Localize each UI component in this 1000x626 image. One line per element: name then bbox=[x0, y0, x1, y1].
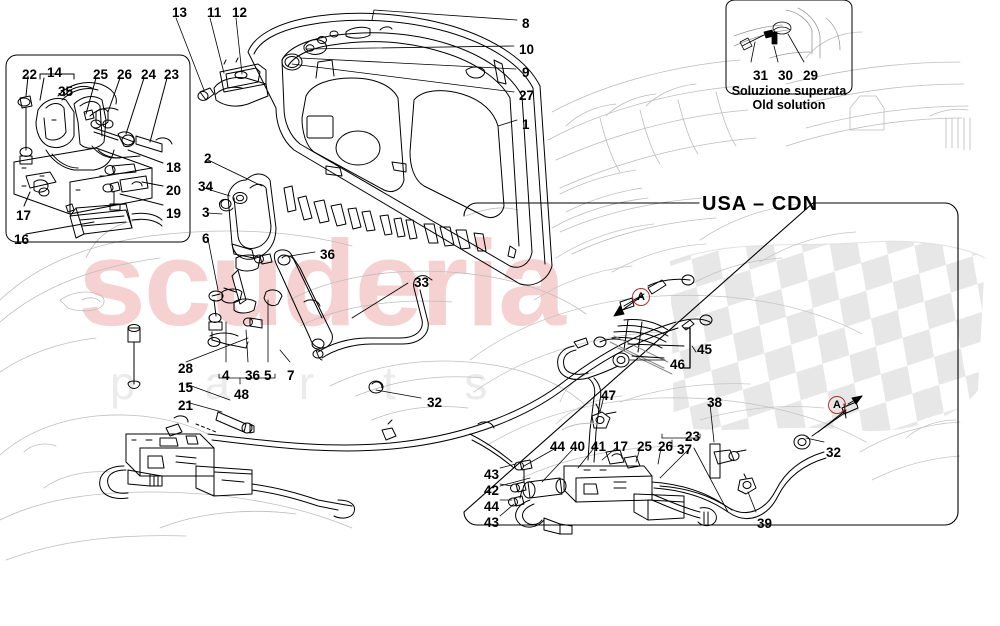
callout-latch-35-2: 35 bbox=[58, 84, 74, 99]
callout-usa-37-5: 37 bbox=[677, 442, 693, 457]
reference-mark-a-0: A bbox=[632, 288, 650, 306]
callout-usa-44-15: 44 bbox=[484, 499, 500, 514]
callout-main-6-11: 6 bbox=[202, 231, 210, 246]
callout-usa-39-17: 39 bbox=[757, 516, 773, 531]
callout-latch-20-8: 20 bbox=[166, 183, 182, 198]
callout-usa-42-14: 42 bbox=[484, 483, 500, 498]
callout-usa-45-0: 45 bbox=[697, 342, 713, 357]
callout-usa-46-1: 46 bbox=[670, 357, 686, 372]
callout-usa-47-2: 47 bbox=[601, 388, 617, 403]
callout-main-15-20: 15 bbox=[178, 380, 194, 395]
callout-usa-17-9: 17 bbox=[613, 439, 629, 454]
callout-usa-23-4: 23 bbox=[685, 429, 701, 444]
callout-main-9-5: 9 bbox=[522, 65, 530, 80]
callout-old-29-2: 29 bbox=[803, 68, 819, 83]
old-solution-caption: Soluzione superata Old solution bbox=[727, 84, 851, 113]
callout-main-48-19: 48 bbox=[234, 387, 250, 402]
callout-latch-23-6: 23 bbox=[164, 67, 180, 82]
callout-latch-16-11: 16 bbox=[14, 232, 30, 247]
callout-main-12-2: 12 bbox=[232, 5, 248, 20]
callout-main-2-8: 2 bbox=[204, 151, 212, 166]
callout-usa-41-8: 41 bbox=[591, 439, 607, 454]
callout-main-4-15: 4 bbox=[222, 368, 230, 383]
usa-cdn-title: USA – CDN bbox=[702, 193, 819, 215]
callout-usa-26-11: 26 bbox=[658, 439, 674, 454]
callout-main-34-9: 34 bbox=[198, 179, 214, 194]
callout-main-13-0: 13 bbox=[172, 5, 188, 20]
callout-main-7-18: 7 bbox=[287, 368, 295, 383]
callout-main-36-12: 36 bbox=[320, 247, 336, 262]
callout-usa-44-6: 44 bbox=[550, 439, 566, 454]
callout-usa-40-7: 40 bbox=[570, 439, 586, 454]
callout-main-3-10: 3 bbox=[202, 205, 210, 220]
callout-usa-43-16: 43 bbox=[484, 515, 500, 530]
callout-latch-26-4: 26 bbox=[117, 67, 133, 82]
callout-usa-32-12: 32 bbox=[826, 445, 842, 460]
callout-latch-24-5: 24 bbox=[141, 67, 157, 82]
callout-usa-38-3: 38 bbox=[707, 395, 723, 410]
callout-latch-18-7: 18 bbox=[166, 160, 182, 175]
callout-latch-25-3: 25 bbox=[93, 67, 109, 82]
callout-main-1-7: 1 bbox=[522, 117, 530, 132]
callout-main-33-13: 33 bbox=[414, 275, 430, 290]
callout-latch-22-0: 22 bbox=[22, 67, 38, 82]
callout-latch-17-10: 17 bbox=[16, 208, 32, 223]
callout-usa-25-10: 25 bbox=[637, 439, 653, 454]
callout-latch-19-9: 19 bbox=[166, 206, 182, 221]
callout-main-27-6: 27 bbox=[519, 88, 535, 103]
callout-old-30-1: 30 bbox=[778, 68, 794, 83]
old-solution-caption-it: Soluzione superata bbox=[731, 84, 847, 98]
callout-main-10-4: 10 bbox=[519, 42, 535, 57]
callout-main-8-3: 8 bbox=[522, 16, 530, 31]
callout-main-11-1: 11 bbox=[207, 5, 222, 20]
callout-main-21-22: 21 bbox=[178, 398, 194, 413]
callout-usa-43-13: 43 bbox=[484, 467, 500, 482]
old-solution-caption-en: Old solution bbox=[752, 98, 826, 113]
callout-main-5-17: 5 bbox=[264, 368, 272, 383]
callout-main-32-21: 32 bbox=[427, 395, 443, 410]
reference-mark-a-1: A bbox=[828, 396, 846, 414]
callout-latch-14-1: 14 bbox=[47, 65, 63, 80]
callout-main-36-16: 36 bbox=[245, 368, 261, 383]
callout-old-31-0: 31 bbox=[753, 68, 769, 83]
callout-main-28-14: 28 bbox=[178, 361, 194, 376]
